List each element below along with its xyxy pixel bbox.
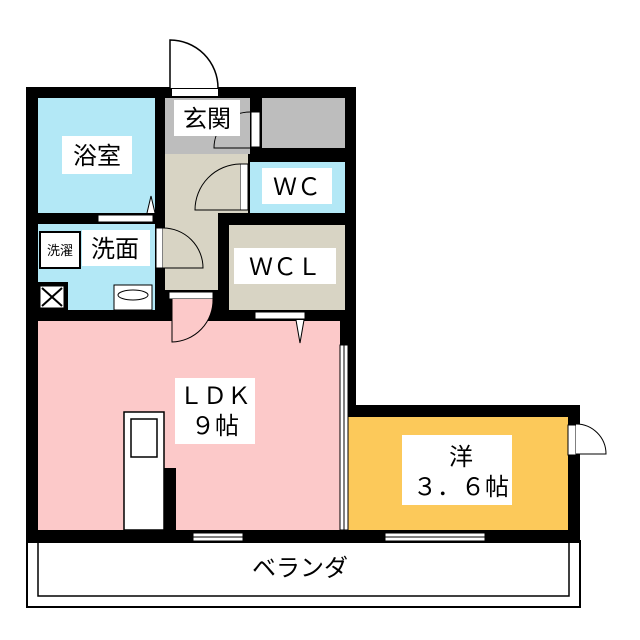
washroom-door-swing <box>162 227 204 269</box>
label-bg-wc <box>262 168 332 204</box>
pipe-shaft-x-icon <box>41 287 63 307</box>
washer-box <box>39 231 81 269</box>
label-bg-ldk <box>175 378 255 444</box>
storage <box>262 98 345 148</box>
western-side-door[interactable] <box>567 424 577 456</box>
label-bg-bath <box>62 136 132 174</box>
kitchen-sink <box>130 418 158 458</box>
hall <box>165 154 218 290</box>
room-label-wc: ＷＣ <box>273 173 321 201</box>
washroom-door[interactable] <box>155 227 164 269</box>
label-bg-wcl <box>234 248 336 284</box>
basin-bowl <box>117 289 149 301</box>
wc-door[interactable] <box>239 163 249 211</box>
room-label-ldk: ＬＤＫ <box>179 382 251 410</box>
room-label-wcl: ＷＣＬ <box>249 253 321 281</box>
room-label-western: 洋 <box>449 443 473 471</box>
western-side-door-swing <box>575 423 607 455</box>
ldk-door-swing <box>171 298 214 343</box>
entrance-storage-door[interactable] <box>250 111 261 148</box>
room-label-washroom: 洗面 <box>91 235 139 263</box>
ldk-door[interactable] <box>168 291 214 300</box>
front-door[interactable] <box>169 39 219 89</box>
bath-door-mark <box>146 195 156 214</box>
room-label-bath: 浴室 <box>73 142 121 170</box>
room-label-veranda: ベランダ <box>252 554 348 582</box>
wc-door-swing <box>194 163 241 211</box>
room-label-entrance: 玄関 <box>183 105 231 133</box>
label-bg-washroom <box>82 230 150 266</box>
kitchen-wall <box>164 468 176 530</box>
front-door-frame <box>172 89 218 96</box>
room-size-ldk: ９帖 <box>191 412 239 440</box>
label-bg-entrance <box>174 100 240 136</box>
label-bg-western <box>402 435 512 505</box>
room-size-western: ３．６帖 <box>413 473 509 501</box>
washer-label: 洗濯 <box>47 244 73 259</box>
wcl-door-mark <box>295 319 305 344</box>
bath-door[interactable] <box>97 214 154 223</box>
wcl-door[interactable] <box>254 311 306 320</box>
